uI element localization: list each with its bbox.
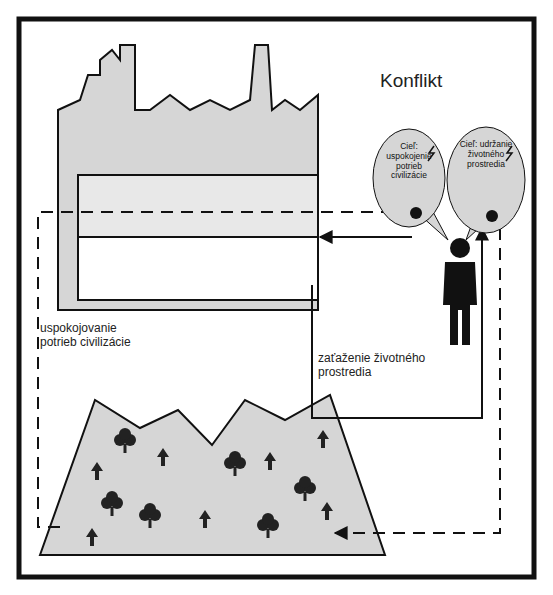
flow-label: uspokojovanie potrieb civilizácie (40, 322, 150, 350)
speech-bubble: Cieľ: udržanie životného prostredia (446, 126, 526, 234)
trees (86, 428, 333, 546)
title-label: Konflikt (380, 70, 500, 92)
frame (19, 19, 534, 577)
person (443, 238, 477, 345)
dashed-flow (335, 228, 500, 533)
factory-band (78, 175, 318, 237)
flow-arrow (320, 236, 412, 238)
bubble-text: Cieľ: uspokojenie potrieb civilizácie (381, 142, 437, 181)
flow-label: zaťaženie životného prostredia (318, 352, 428, 380)
speech-bubble: Cieľ: uspokojenie potrieb civilizácie (372, 128, 446, 228)
bubble-text: Cieľ: udržanie životného prostredia (455, 140, 517, 169)
factory (58, 45, 318, 310)
factory-band (78, 237, 318, 300)
flow-arrow (312, 228, 482, 418)
